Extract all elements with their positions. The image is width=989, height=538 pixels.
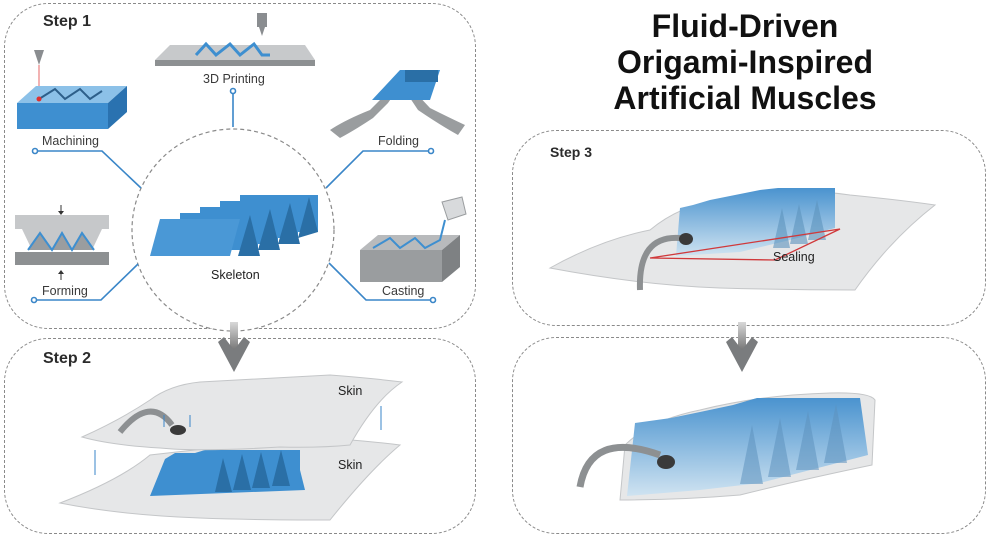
forming-icon xyxy=(15,205,109,280)
skeleton-label: Skeleton xyxy=(211,268,260,282)
casting-label: Casting xyxy=(382,284,425,298)
forming-label: Forming xyxy=(42,284,88,298)
title-line-1: Fluid-Driven xyxy=(651,8,839,44)
skeleton-icon xyxy=(150,195,318,256)
down-arrow-step1-to-step2 xyxy=(218,322,250,372)
connector-casting xyxy=(328,262,433,301)
step2-illustration xyxy=(58,374,404,521)
machining-label: Machining xyxy=(42,134,99,148)
page-title: Fluid-Driven Origami-Inspired Artificial… xyxy=(555,8,935,116)
machining-icon xyxy=(17,50,127,129)
step3-illustration xyxy=(548,188,937,291)
skin-bottom-label: Skin xyxy=(338,458,363,472)
sealing-label: Sealing xyxy=(773,250,815,264)
step3-label: Step 3 xyxy=(550,144,593,160)
result-panel xyxy=(512,337,986,534)
step1-label: Step 1 xyxy=(43,13,92,30)
connectors xyxy=(30,87,437,304)
down-arrow-step3-to-result xyxy=(726,322,758,372)
folding-label: Folding xyxy=(378,134,419,148)
3d-printing-icon xyxy=(155,13,315,66)
skin-top-label: Skin xyxy=(338,384,363,398)
title-line-3: Artificial Muscles xyxy=(613,80,877,116)
3d-printing-label: 3D Printing xyxy=(203,72,265,86)
connector-machining xyxy=(35,150,142,189)
step3-panel xyxy=(512,130,986,326)
connector-forming xyxy=(34,263,139,301)
connector-folding xyxy=(325,150,431,189)
result-illustration xyxy=(576,392,876,501)
step2-label: Step 2 xyxy=(43,350,92,367)
folding-icon xyxy=(330,70,465,138)
step2-panel xyxy=(4,338,476,534)
title-line-2: Origami-Inspired xyxy=(616,44,874,80)
casting-icon xyxy=(360,196,467,282)
